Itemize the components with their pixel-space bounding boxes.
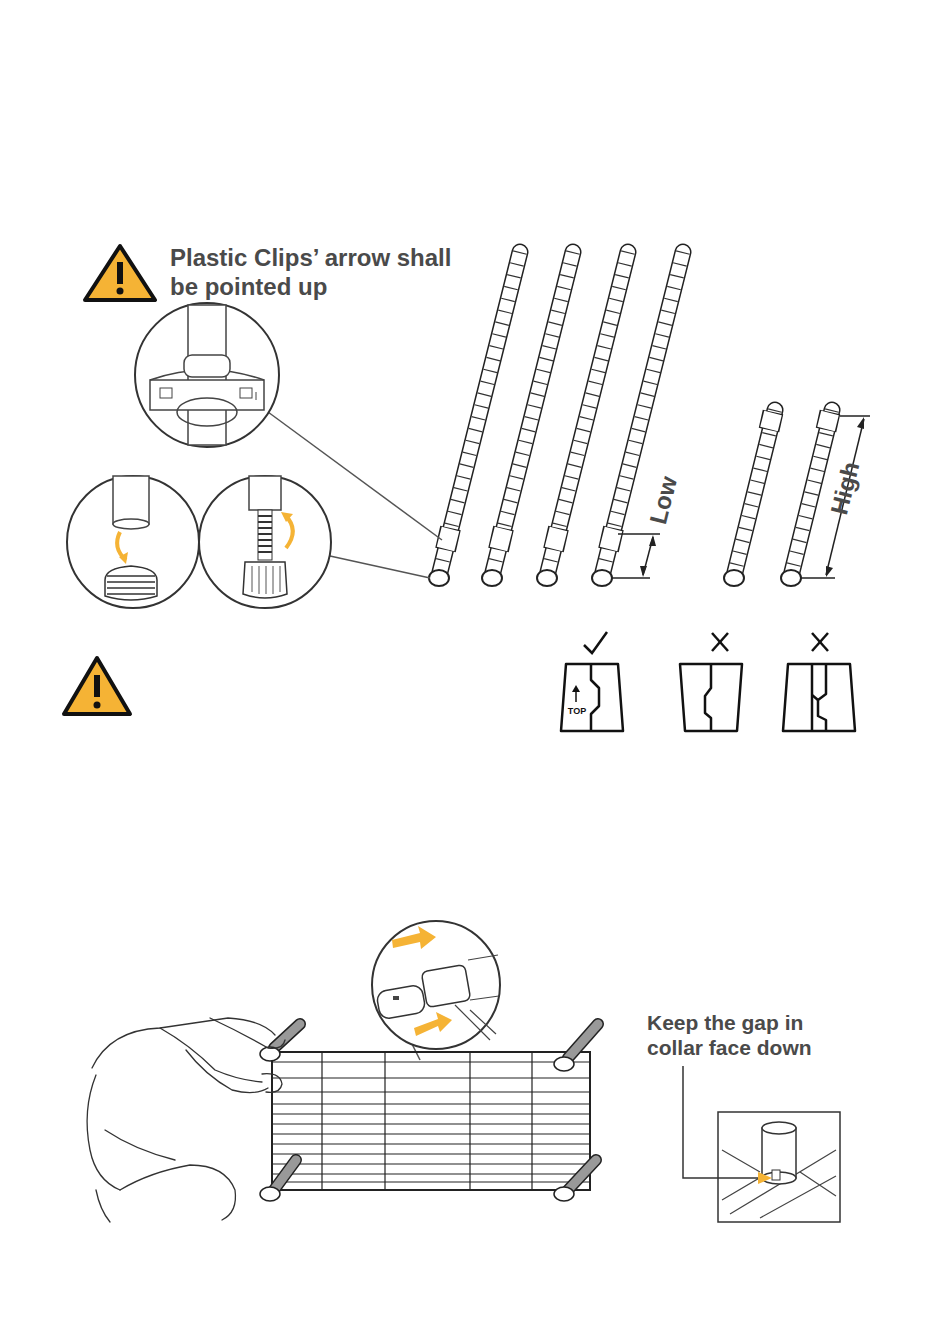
warning-icon <box>64 658 130 714</box>
instruction-note: Keep the gap in collar face down <box>647 1010 862 1060</box>
leveling-feet <box>429 570 801 586</box>
wire-shelf <box>272 1052 590 1190</box>
person-sketch <box>87 1018 285 1222</box>
clip-icon-wrong <box>783 664 855 731</box>
magnifier-insert <box>372 921 500 1049</box>
leader-line <box>330 556 430 578</box>
warning-note: Plastic Clips’ arrow shall be pointed up <box>170 244 460 302</box>
clip-icon-correct <box>561 664 623 731</box>
collar-leader <box>683 1066 772 1184</box>
magnifier-clip <box>135 303 279 447</box>
dimension-label: High <box>826 459 867 518</box>
dimension-high <box>800 416 870 578</box>
shelf-poles <box>440 252 832 572</box>
shelf-corner-poles <box>260 1024 598 1201</box>
clip-marking: TOP <box>568 707 586 716</box>
check-mark <box>584 632 607 653</box>
magnifier-sleeve <box>67 476 199 608</box>
cross-mark <box>712 633 828 651</box>
dimension-label: Low <box>644 473 684 527</box>
collar-inset <box>718 1112 840 1222</box>
clip-icon-wrong <box>680 664 742 731</box>
warning-icon <box>85 246 155 300</box>
plastic-clips <box>446 412 831 550</box>
magnifier-foot <box>199 476 331 608</box>
dimension-low <box>612 534 660 578</box>
